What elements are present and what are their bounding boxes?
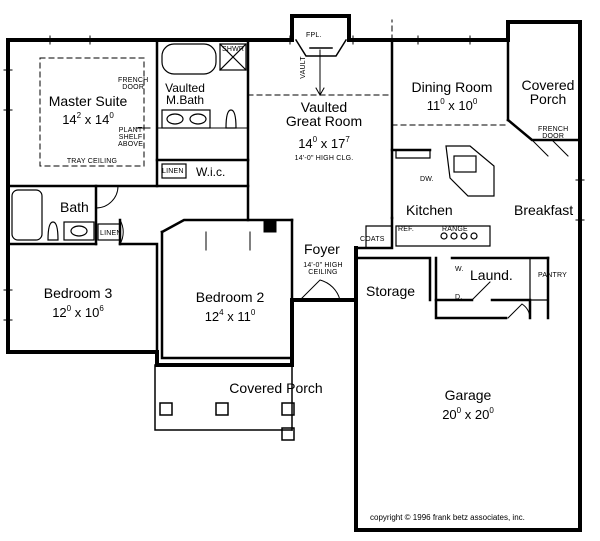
garage-name: Garage: [444, 387, 492, 403]
dryer-label: D.: [455, 294, 463, 301]
shower-label: SHWR: [222, 46, 245, 53]
doors: [95, 127, 569, 319]
vault-label: VAULT: [299, 56, 307, 79]
bedroom2-corner: [263, 219, 277, 233]
bedroom2-dims: 124 x 110: [204, 308, 256, 324]
dishwasher-label: DW.: [420, 176, 434, 183]
windows: [3, 35, 585, 321]
wic-name: W.i.c.: [196, 165, 226, 179]
bedroom3-name: Bedroom 3: [43, 285, 113, 301]
kitchen-counter: [395, 145, 495, 247]
linen-label-bath: LINEN: [100, 230, 122, 237]
linen-label-mbath: LINEN: [162, 168, 184, 175]
copyright-notice: copyright © 1996 frank betz associates, …: [370, 513, 525, 522]
foyer-name: Foyer: [304, 241, 340, 257]
bedroom2-name: Bedroom 2: [195, 289, 265, 305]
refrigerator-label: REF.: [398, 226, 414, 233]
great-room-ceiling-note: 14'-0" HIGH CLG.: [294, 155, 354, 162]
bedroom3-dims: 120 x 106: [52, 304, 104, 320]
dashed-lines: [39, 19, 509, 221]
bath-fixtures: [11, 189, 121, 241]
fireplace: [294, 38, 348, 57]
great-room-dims: 140 x 177: [298, 135, 350, 151]
fireplace-label: FPL.: [306, 32, 322, 39]
coats-closet: [365, 225, 393, 249]
bath-name: Bath: [60, 199, 89, 215]
range-label: RANGE: [442, 226, 468, 233]
mbath-fixtures: [161, 43, 247, 179]
front-porch: [154, 364, 295, 441]
covered-porch-front-name: Covered Porch: [229, 380, 323, 396]
breakfast-name: Breakfast: [514, 202, 574, 218]
dining-room-name: Dining Room: [411, 79, 493, 95]
coats-label: COATS: [360, 236, 385, 243]
garage-dims: 200 x 200: [442, 406, 494, 422]
storage-name: Storage: [366, 283, 416, 299]
pantry-closet: [529, 257, 549, 301]
tray-ceiling-note: TRAY CEILING: [66, 158, 118, 165]
laundry-name: Laund.: [470, 267, 513, 283]
pantry-label: PANTRY: [538, 272, 567, 279]
kitchen-name: Kitchen: [406, 202, 453, 218]
master-suite-name: Master Suite: [48, 93, 128, 109]
master-suite-dims: 142 x 140: [62, 111, 114, 127]
exterior-walls: [6, 14, 582, 532]
washer-label: W.: [455, 266, 464, 273]
dining-room-dims: 110 x 100: [426, 97, 478, 113]
